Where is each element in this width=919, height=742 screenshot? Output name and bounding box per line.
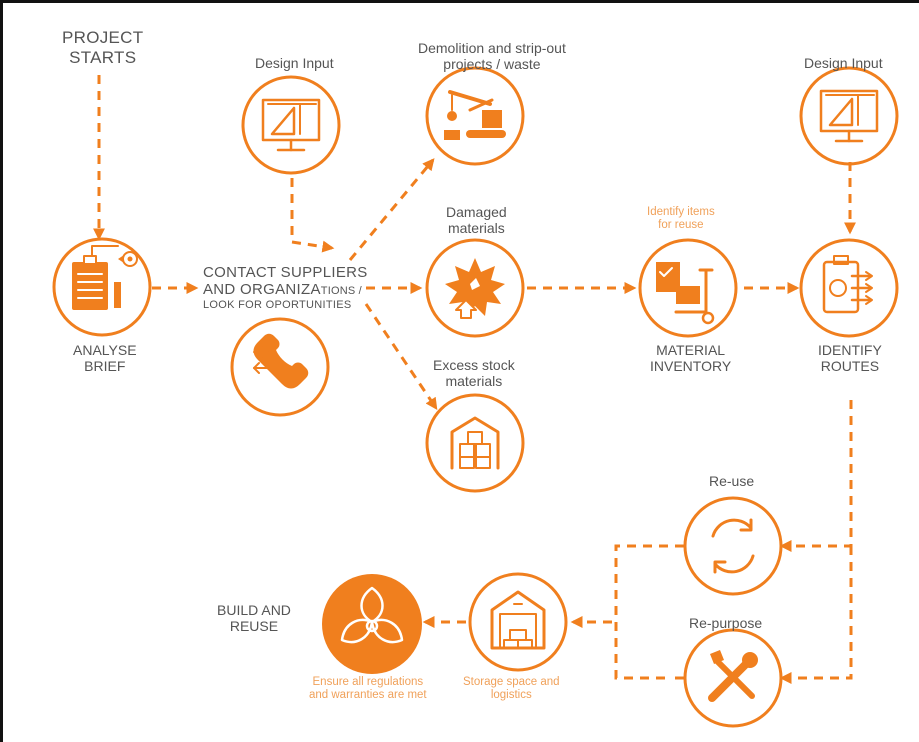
- storage-logistics-label: Storage space and logistics: [463, 676, 560, 702]
- phone-icon: [230, 317, 330, 417]
- ensure-regulations-label: Ensure all regulations and warranties ar…: [309, 676, 427, 702]
- design-input-icon-right: [799, 66, 899, 166]
- arrow-routes-to-repurpose: [779, 546, 853, 684]
- excess-stock-warehouse-icon: [425, 393, 525, 493]
- arrow-contact-to-excess: [364, 303, 438, 410]
- identify-routes-icon: [799, 238, 899, 338]
- identify-items-label: Identify items for reuse: [647, 206, 715, 232]
- build-and-reuse-label: BUILD AND REUSE: [217, 602, 291, 635]
- damaged-materials-icon: [425, 238, 525, 338]
- damaged-materials-label: Damaged materials: [446, 204, 507, 237]
- demolition-crane-icon: [425, 66, 525, 166]
- repurpose-label: Re-purpose: [689, 615, 763, 631]
- reuse-cycle-icon: [683, 496, 783, 596]
- demolition-label: Demolition and strip-out projects / wast…: [418, 40, 566, 73]
- design-input-label: Design Input: [255, 55, 334, 71]
- arrow-contact-to-demolition: [348, 158, 435, 261]
- arrow-design-to-contact: [290, 178, 335, 253]
- design-input-label-right: Design Input: [804, 55, 883, 71]
- storage-warehouse-icon: [468, 572, 568, 672]
- identify-routes-label: IDENTIFY ROUTES: [818, 342, 882, 375]
- project-starts-label: PROJECT STARTS: [62, 28, 144, 67]
- arrow-routes-to-reuse: [779, 400, 853, 552]
- connectors: [93, 75, 856, 684]
- analyse-brief-icon: [52, 237, 152, 337]
- design-input-icon: [241, 75, 341, 175]
- arrow-reuse-to-join: [614, 544, 684, 680]
- excess-stock-label: Excess stock materials: [433, 357, 515, 390]
- contact-suppliers-label: CONTACT SUPPLIERS AND ORGANIZATIONS / LO…: [203, 264, 368, 311]
- material-inventory-label: MATERIAL INVENTORY: [650, 342, 732, 375]
- material-inventory-icon: [638, 238, 738, 338]
- recycle-leaves-icon: [322, 574, 422, 674]
- analyse-brief-label: ANALYSE BRIEF: [73, 342, 137, 375]
- reuse-label: Re-use: [709, 473, 755, 489]
- repurpose-tools-icon: [683, 628, 783, 728]
